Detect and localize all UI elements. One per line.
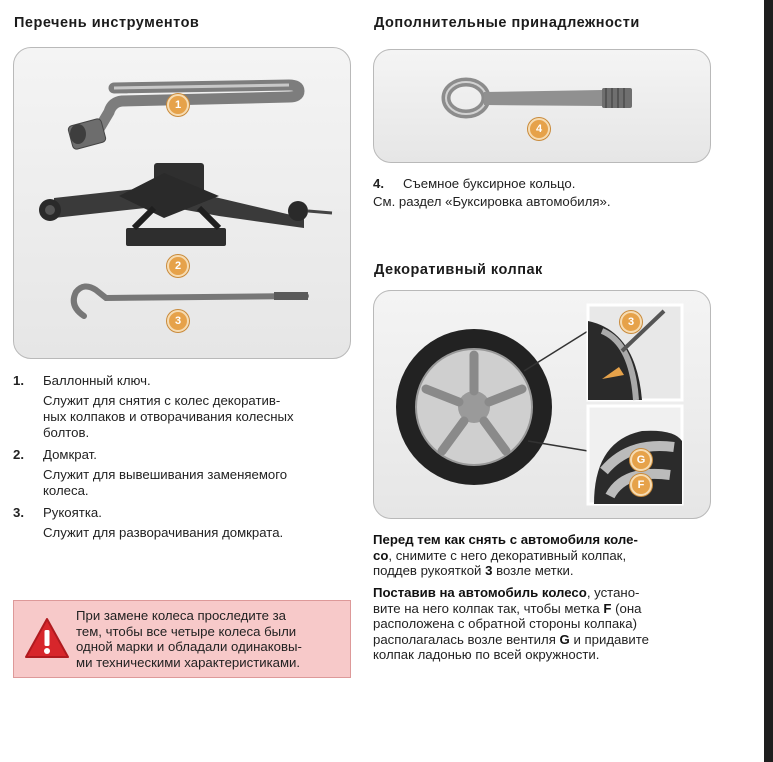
see-also-text: См. раздел «Буксировка автомобиля». (373, 194, 611, 209)
accessories-heading: Дополнительные принадлежности (374, 15, 640, 31)
hubcap-illustration: 3 G F (373, 290, 711, 519)
callout-badge-F: F (630, 474, 652, 496)
hubcap-heading: Декоративный колпак (374, 262, 543, 278)
callout-badge-4: 4 (528, 118, 550, 140)
callout-badge-G: G (630, 449, 652, 471)
warning-triangle-icon (25, 618, 69, 658)
hubcap-install-paragraph: Поставив на автомобиль колесо, устано- в… (373, 585, 713, 663)
item-number: 2. (13, 447, 24, 462)
item-number: 1. (13, 373, 24, 388)
removal-text: , снимите с него декоративный колпак, (388, 547, 627, 563)
tools-drawing (39, 79, 333, 319)
callout-badge-3-inset: 3 (620, 311, 642, 333)
item-title: Рукоятка. (43, 505, 102, 520)
tools-heading: Перечень инструментов (14, 15, 200, 31)
warning-line: одной марки и обладали одинаковы- (76, 639, 302, 654)
warning-box: При замене колеса проследите за тем, что… (13, 600, 351, 678)
warning-line: ми техническими характеристиками. (76, 654, 301, 670)
item-number: 3. (13, 505, 24, 520)
hubcap-drawing (396, 303, 684, 506)
tools-illustration: 1 2 3 (13, 47, 351, 359)
install-ref-F: F (603, 600, 612, 616)
install-text: колпак ладонью по всей окружности. (373, 647, 600, 662)
install-text: (она (611, 600, 642, 616)
callout-badge-2: 2 (167, 255, 189, 277)
tow-ring-drawing (441, 77, 632, 119)
item-title: Съемное буксирное кольцо. (403, 176, 576, 191)
callout-badge-3: 3 (167, 310, 189, 332)
install-text: вите на него колпак так, чтобы метка (373, 600, 604, 616)
accessories-item: 4. Съемное буксирное кольцо. См. раздел … (373, 176, 713, 216)
item-title: Домкрат. (43, 447, 97, 462)
tools-list: 1. Баллонный ключ. Служит для снятия с к… (13, 373, 353, 553)
install-bold-lead: Поставив на автомобиль колесо (373, 585, 587, 600)
install-text: и придавите (569, 631, 649, 647)
removal-bold-tail: со (373, 547, 389, 563)
item-desc-line: Служит для вывешивания заменяемого (43, 467, 288, 482)
tow-ring-illustration: 4 (373, 49, 711, 163)
item-desc-line: Служит для снятия с колес декоратив- (43, 393, 281, 408)
install-text: расположена с обратной стороны колпака) (373, 616, 637, 631)
tow-ring-icon (441, 77, 632, 119)
jack-handle-icon (70, 283, 309, 319)
removal-ref-3: 3 (485, 563, 493, 578)
warning-line: тем, чтобы все четыре колеса были (76, 623, 297, 639)
item-desc-line: ных колпаков и отворачивания колесных (43, 409, 294, 424)
removal-bold-lead: Перед тем как снять с автомобиля коле- (373, 532, 638, 547)
warning-line: При замене колеса проследите за (76, 608, 286, 623)
item-desc-line: болтов. (43, 425, 90, 440)
page-edge-bar (764, 0, 773, 762)
callout-badge-1: 1 (167, 94, 189, 116)
install-ref-G: G (559, 631, 570, 647)
install-text: , устано- (586, 585, 640, 600)
item-title: Баллонный ключ. (43, 373, 151, 388)
item-number: 4. (373, 176, 384, 191)
scissor-jack-icon (39, 163, 333, 246)
warning-text: При замене колеса проследите за тем, что… (76, 608, 302, 670)
removal-text: возле метки. (492, 563, 574, 578)
item-desc-line: Служит для разворачивания домкрата. (43, 525, 284, 540)
install-text: располагалась возле вентиля (373, 631, 560, 647)
item-desc-line: колеса. (43, 483, 89, 498)
hubcap-removal-paragraph: Перед тем как снять с автомобиля коле- с… (373, 532, 713, 579)
lug-wrench-icon (67, 79, 305, 150)
wheel-icon (396, 329, 552, 485)
removal-text: поддев рукояткой (373, 563, 486, 578)
